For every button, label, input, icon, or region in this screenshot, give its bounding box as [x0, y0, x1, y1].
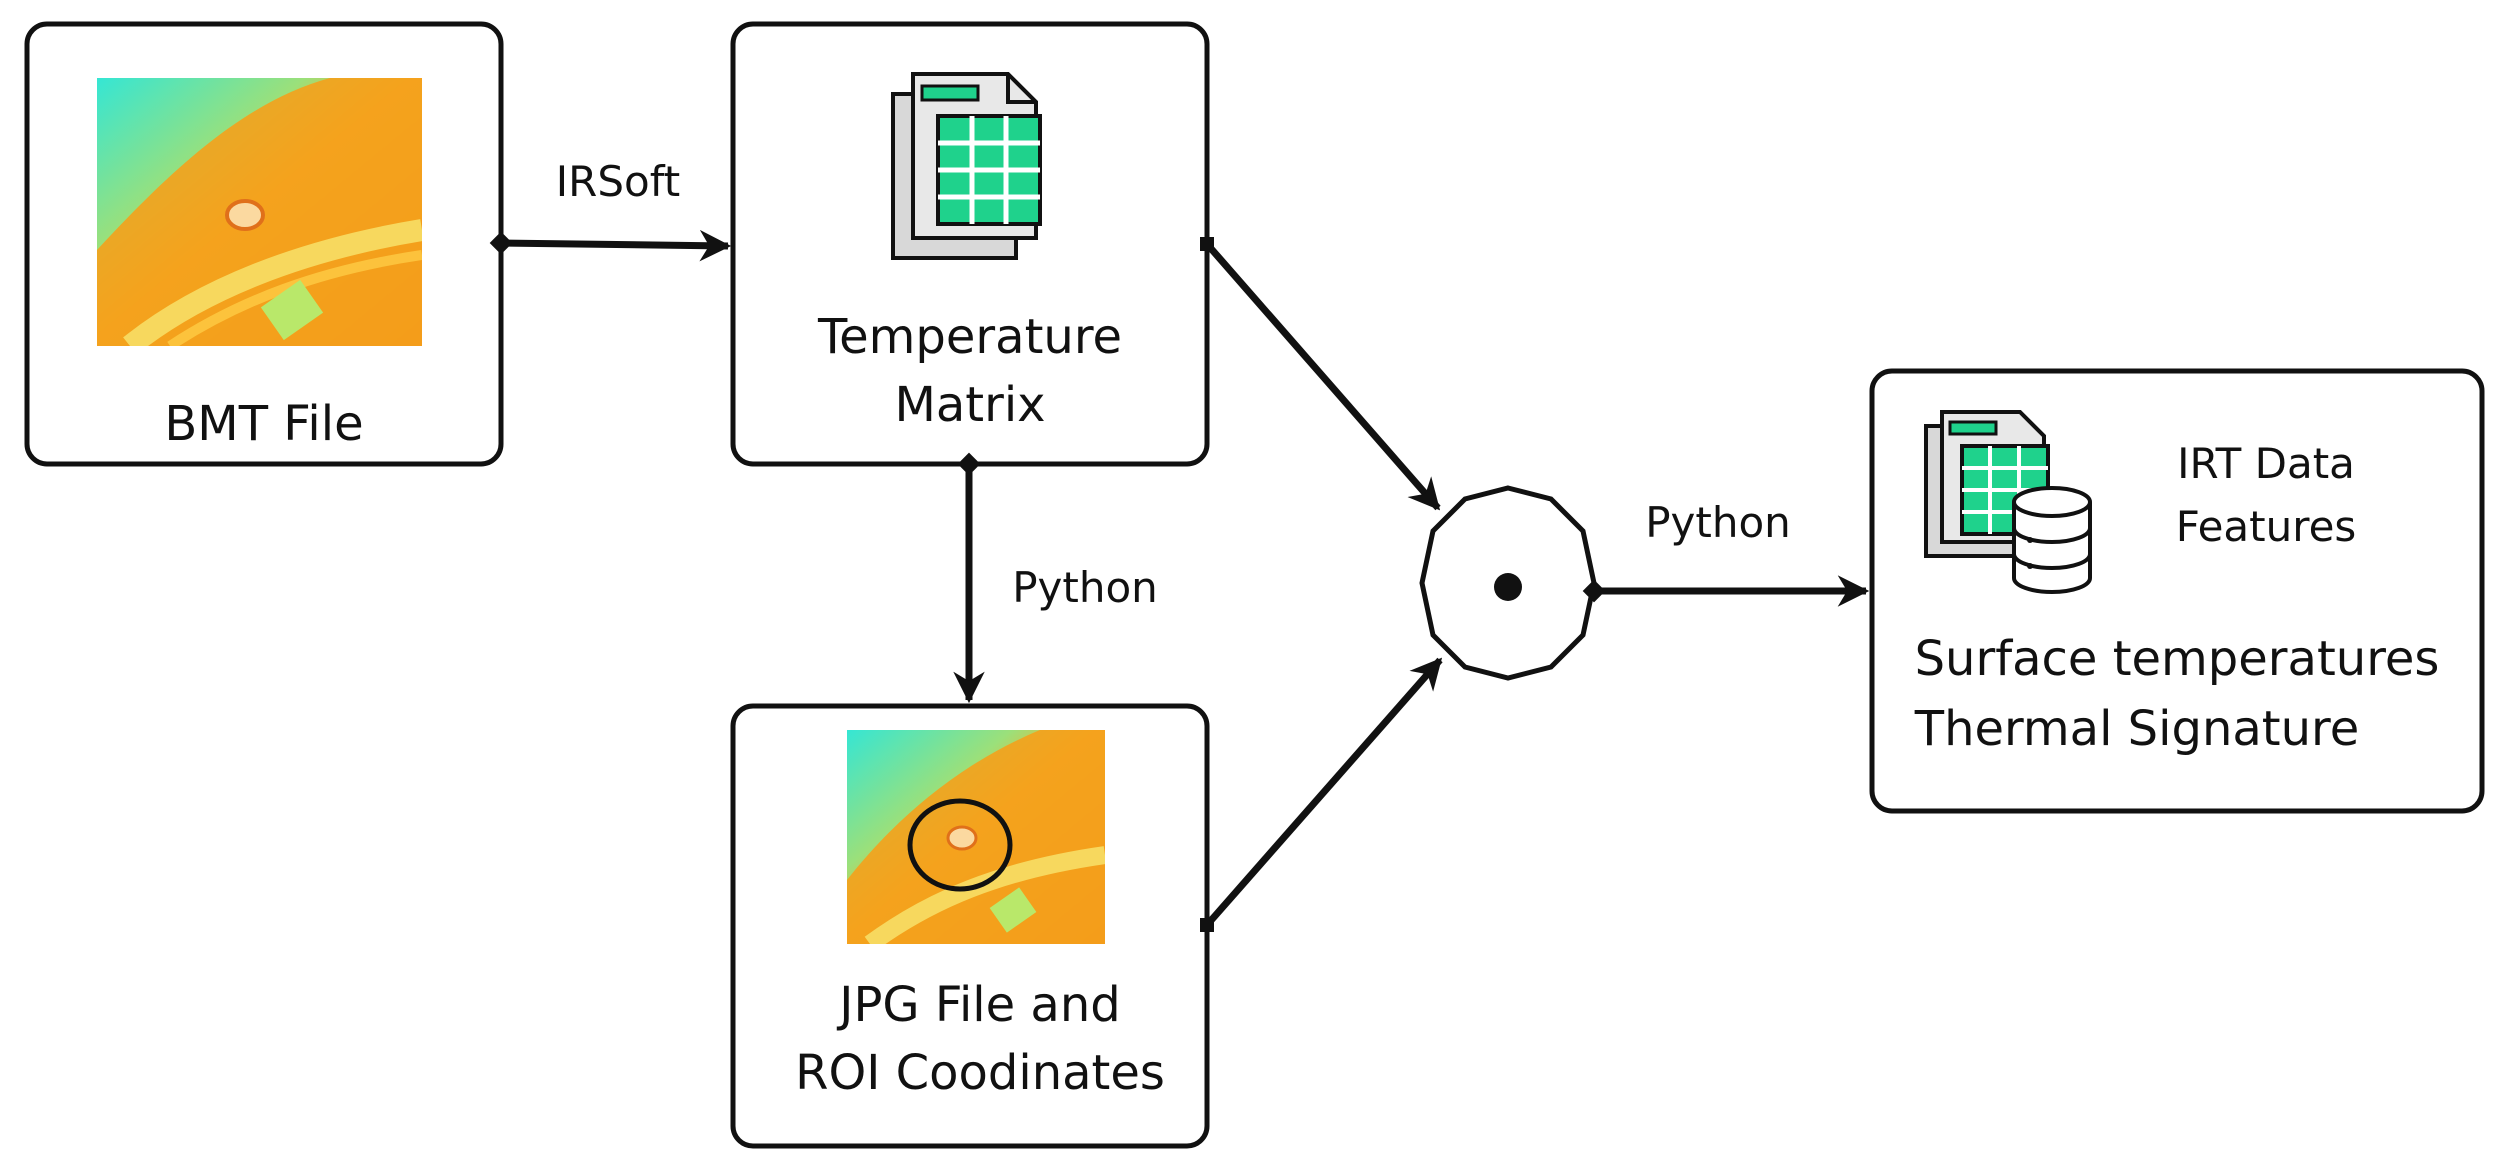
edge-matrix-to-merge: [1200, 237, 1441, 511]
edge-label-python-vertical: Python: [1012, 563, 1158, 612]
edge-bmt-to-matrix: IRSoft: [489, 157, 732, 262]
edge-merge-to-output: Python: [1582, 498, 1870, 607]
merge-node: [1419, 485, 1597, 681]
edge-matrix-to-jpg: Python: [953, 452, 1158, 704]
jpg-file-label-line1: JPG File and: [836, 977, 1120, 1033]
output-label-line1: Surface temperatures: [1915, 631, 2440, 687]
jpg-file-label-line2: ROI Coodinates: [795, 1045, 1165, 1101]
bmt-file-node: BMT File: [24, 21, 504, 467]
irt-data-features-title-line1: IRT Data: [2177, 439, 2355, 488]
bmt-file-label: BMT File: [164, 396, 363, 452]
spreadsheet-database-icon: [1924, 410, 2092, 594]
edge-jpg-to-merge: [1200, 657, 1443, 932]
output-label-line2: Thermal Signature: [1914, 701, 2360, 757]
jpg-file-node: JPG File and ROI Coodinates: [730, 703, 1210, 1149]
temperature-matrix-node: Temperature Matrix: [730, 21, 1210, 467]
temperature-matrix-label-line1: Temperature: [817, 309, 1122, 365]
edge-label-python-horizontal: Python: [1645, 498, 1791, 547]
irt-data-features-node: IRT Data Features Surface temperatures T…: [1869, 368, 2485, 814]
irt-data-features-title-line2: Features: [2176, 502, 2357, 551]
thermal-image-icon: [97, 78, 422, 346]
spreadsheet-icon: [891, 72, 1042, 260]
edge-label-irsoft: IRSoft: [556, 157, 680, 206]
temperature-matrix-label-line2: Matrix: [894, 377, 1045, 433]
thermal-image-roi-icon: [847, 730, 1105, 944]
merge-dot: [1494, 573, 1522, 601]
